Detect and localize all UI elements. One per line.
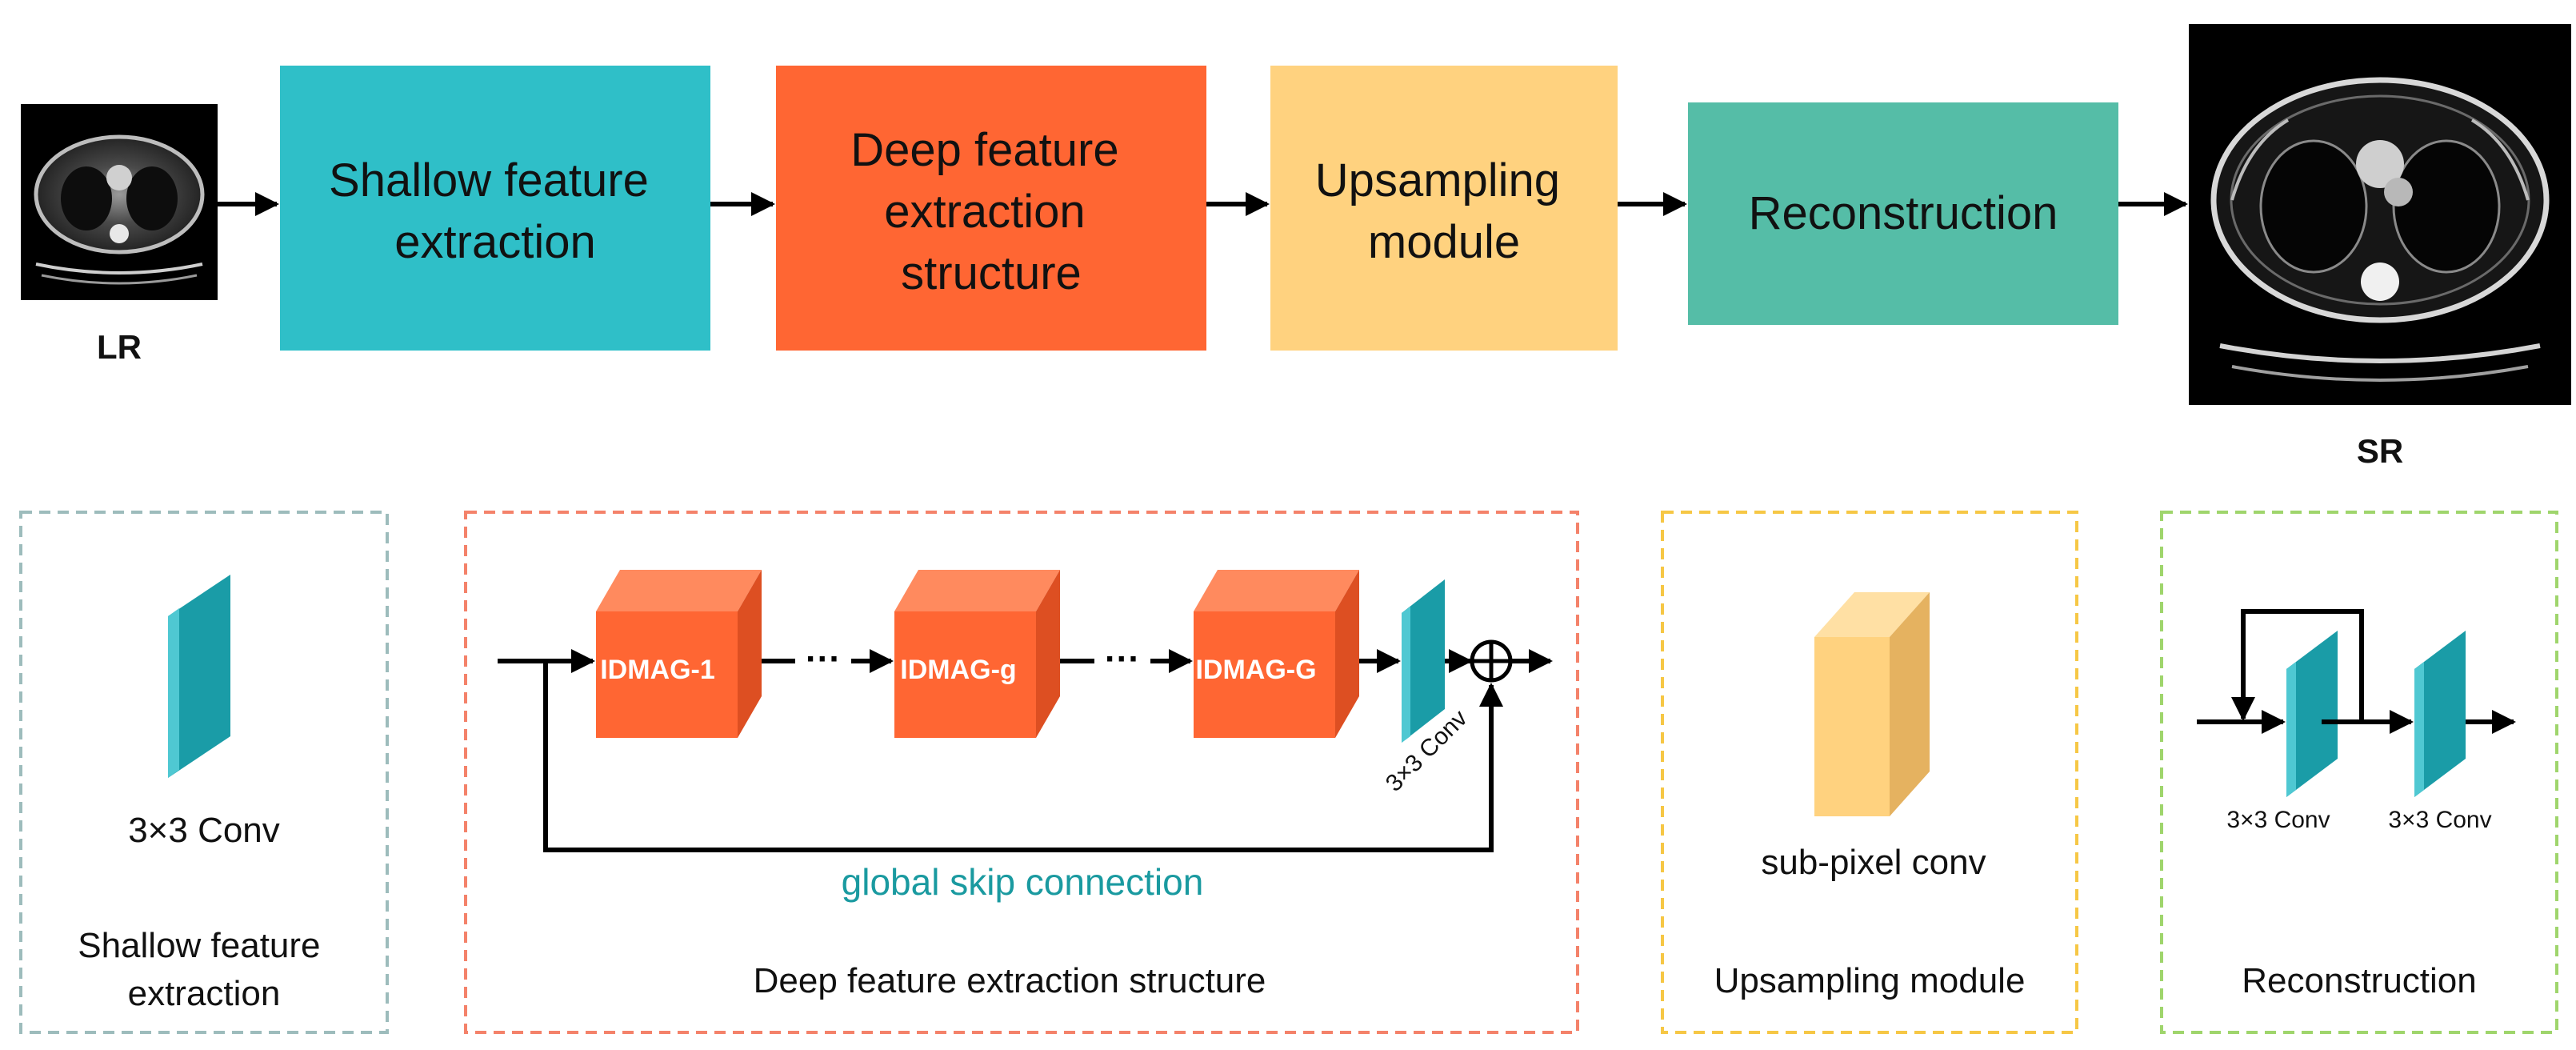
global-skip-label: global skip connection	[842, 861, 1204, 903]
lr-label: LR	[97, 328, 142, 366]
stage-box-shallow	[280, 66, 710, 351]
sum-node-icon	[1470, 639, 1513, 683]
stage-label-deep: Deep feature extraction structure	[850, 124, 1131, 299]
upsampling-caption: Upsampling module	[1714, 961, 2026, 1000]
panel-deep-border	[464, 511, 1579, 1034]
panel-reconstruction-border	[2160, 511, 2558, 1034]
recon-conv-label-2: 3×3 Conv	[2388, 807, 2491, 833]
deep-ellipsis-2: ···	[1105, 639, 1140, 679]
sr-label: SR	[2357, 432, 2403, 470]
panel-upsampling-border	[1661, 511, 2078, 1034]
deep-arrows	[498, 649, 1553, 852]
panel-shallow-border	[19, 511, 389, 1034]
reconstruction-caption: Reconstruction	[2242, 961, 2476, 1000]
idmag-block-1	[596, 570, 762, 738]
idmag-label-g: IDMAG-g	[900, 655, 1016, 685]
deep-caption: Deep feature extraction structure	[754, 961, 1266, 1000]
recon-conv-layer-2	[2414, 631, 2466, 797]
idmag-label-G: IDMAG-G	[1195, 655, 1316, 685]
stage-label-upsampling: Upsampling module	[1315, 154, 1573, 268]
stage-box-upsampling	[1270, 66, 1618, 351]
stage-label-reconstruction: Reconstruction	[1749, 187, 2058, 239]
idmag-block-G	[1194, 570, 1359, 738]
recon-conv-layer-1	[2286, 631, 2338, 797]
stage-box-deep	[776, 66, 1206, 351]
idmag-label-1: IDMAG-1	[600, 655, 715, 685]
recon-conv-label-1: 3×3 Conv	[2226, 807, 2330, 833]
subpixel-conv-block	[1814, 592, 1930, 816]
subpixel-conv-label: sub-pixel conv	[1761, 843, 1986, 882]
lr-ct-image	[21, 104, 218, 300]
stage-label-shallow: Shallow feature extraction	[329, 154, 662, 268]
recon-arrows	[2197, 609, 2516, 734]
shallow-caption: Shallow feature extraction	[78, 926, 330, 1013]
sr-ct-image	[2189, 24, 2571, 405]
deep-conv-layer	[1402, 579, 1445, 743]
stage-box-reconstruction	[1688, 102, 2118, 325]
shallow-conv-layer	[168, 575, 230, 778]
deep-ellipsis-1: ···	[806, 639, 841, 679]
shallow-conv-label: 3×3 Conv	[128, 811, 280, 850]
idmag-block-g	[894, 570, 1060, 738]
